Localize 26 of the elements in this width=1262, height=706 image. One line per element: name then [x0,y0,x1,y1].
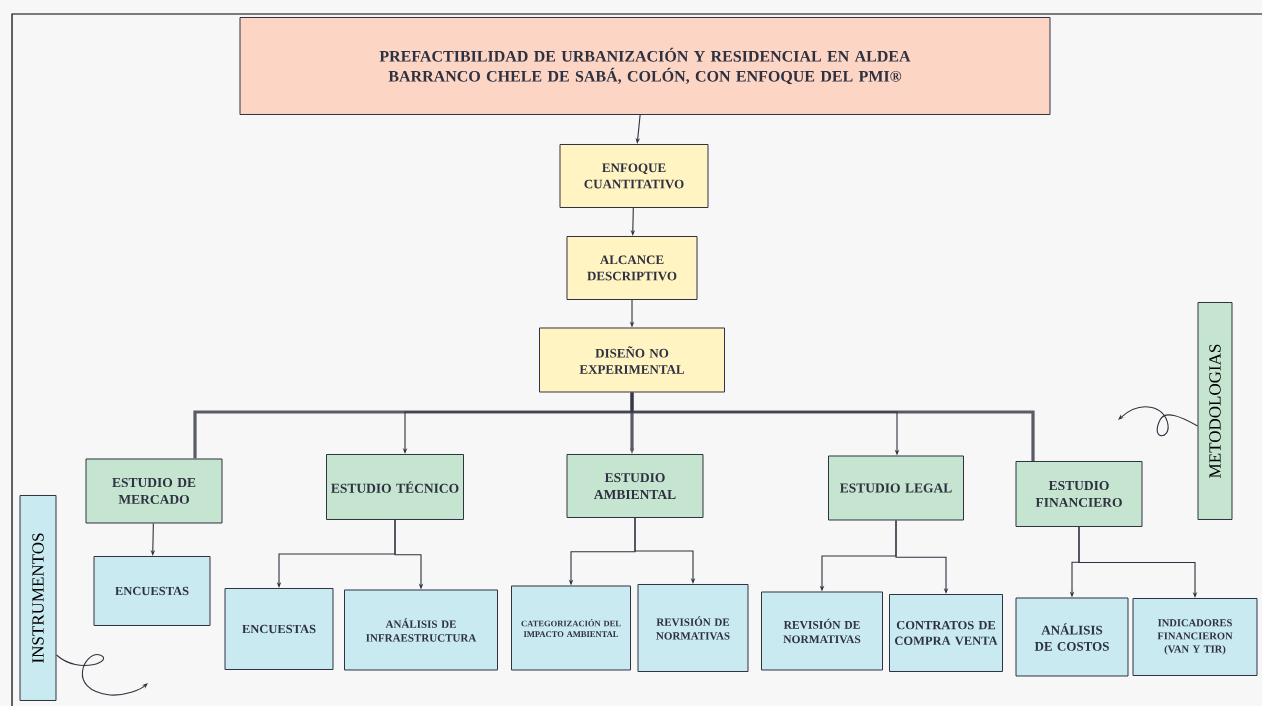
title-box: PREFACTIBILIDAD DE URBANIZACIÓN Y RESIDENCIAL EN ALDEA BARRANCO CHELE DE SABÁ, COLÓN, CON ENFOQUE DEL PMI® [239,17,1051,115]
study-box: ESTUDIO TÉCNICO [326,454,464,520]
instrument-box: REVISIÓN DE NORMATIVAS [637,584,749,672]
study-box: ESTUDIO DE MERCADO [85,458,223,524]
instrument-box: ANÁLISIS DE INFRAESTRUCTURA [344,589,498,671]
instrument-box: CATEGORIZACIÓN DEL IMPACTO AMBIENTAL [511,585,631,671]
instrument-box: REVISIÓN DE NORMATIVAS [761,591,883,671]
arrow [634,517,696,584]
side-label-box: METODOLOGIAS [1197,302,1233,520]
study-box: ESTUDIO FINANCIERO [1015,461,1143,527]
instrument-box: ANÁLISIS DE COSTOS [1015,597,1129,677]
curly-arrow [1118,406,1199,437]
curly-arrow [55,654,148,696]
arrow [1078,526,1198,598]
instrument-box: CONTRATOS DE COMPRA VENTA [889,594,1003,672]
instrument-box: ENCUESTAS [224,588,334,670]
study-box: ESTUDIO LEGAL [828,455,964,521]
instrument-box: ENCUESTAS [93,556,211,626]
instrument-box: INDICADORES FINANCIERON (VAN Y TIR) [1132,598,1258,676]
process-box: DISEÑO NO EXPERIMENTAL [539,327,725,393]
arrow [895,519,949,594]
side-label-box: INSTRUMENTOS [19,495,57,701]
connector-line [630,392,1035,461]
process-box: ALCANCE DESCRIPTIVO [566,236,698,300]
process-box: ENFOQUE CUANTITATIVO [559,144,709,208]
study-box: ESTUDIO AMBIENTAL [566,454,704,518]
